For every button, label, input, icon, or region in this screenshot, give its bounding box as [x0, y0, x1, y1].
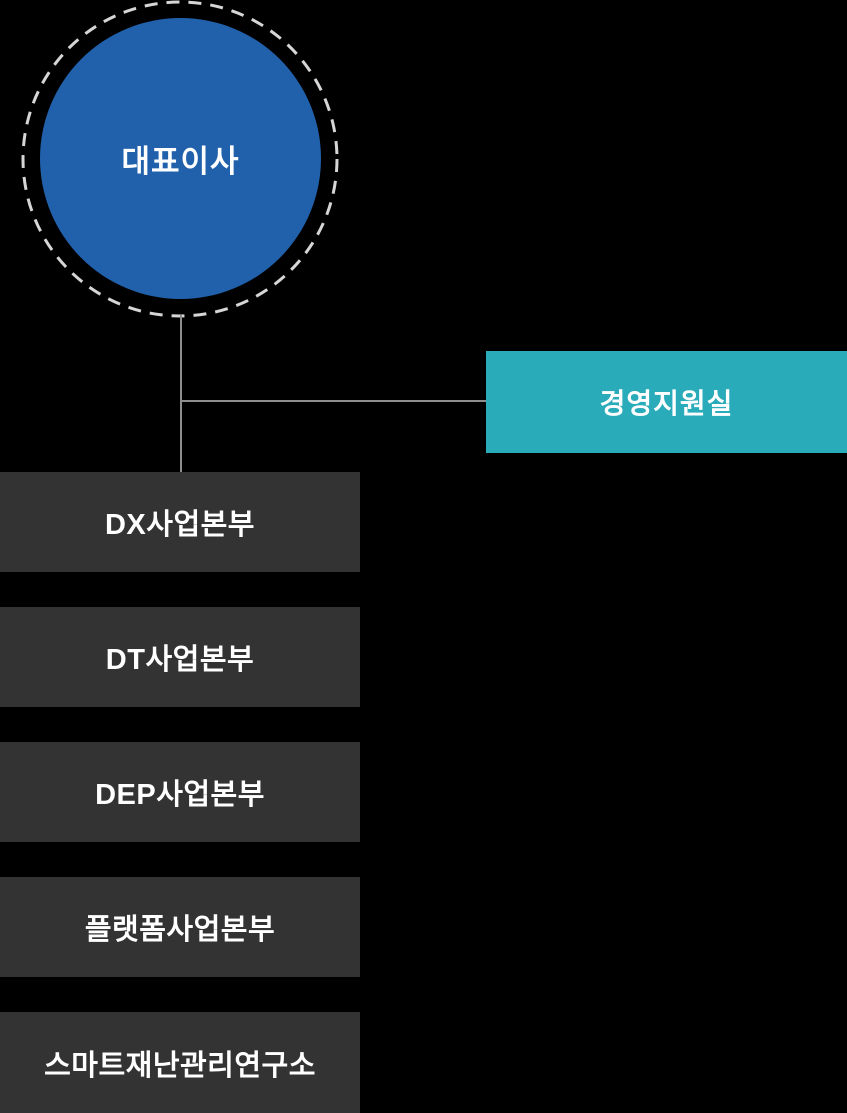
- department-label: DEP사업본부: [95, 779, 265, 811]
- department-label: 스마트재난관리연구소: [44, 1049, 316, 1082]
- department-label: DX사업본부: [104, 509, 255, 541]
- connector-horizontal-line: [181, 400, 486, 402]
- ceo-node: 대표이사: [40, 18, 321, 299]
- department-node-dt: DT사업본부: [0, 607, 360, 707]
- department-label: DT사업본부: [105, 644, 255, 676]
- department-node-platform: 플랫폼사업본부: [0, 877, 360, 977]
- ceo-label: 대표이사: [121, 144, 240, 179]
- staff-unit-node: 경영지원실: [486, 351, 847, 453]
- staff-unit-label: 경영지원실: [599, 388, 734, 419]
- department-node-research: 스마트재난관리연구소: [0, 1012, 360, 1113]
- department-node-dep: DEP사업본부: [0, 742, 360, 842]
- connector-vertical-line: [180, 315, 182, 472]
- department-label: 플랫폼사업본부: [84, 914, 276, 946]
- department-node-dx: DX사업본부: [0, 472, 360, 572]
